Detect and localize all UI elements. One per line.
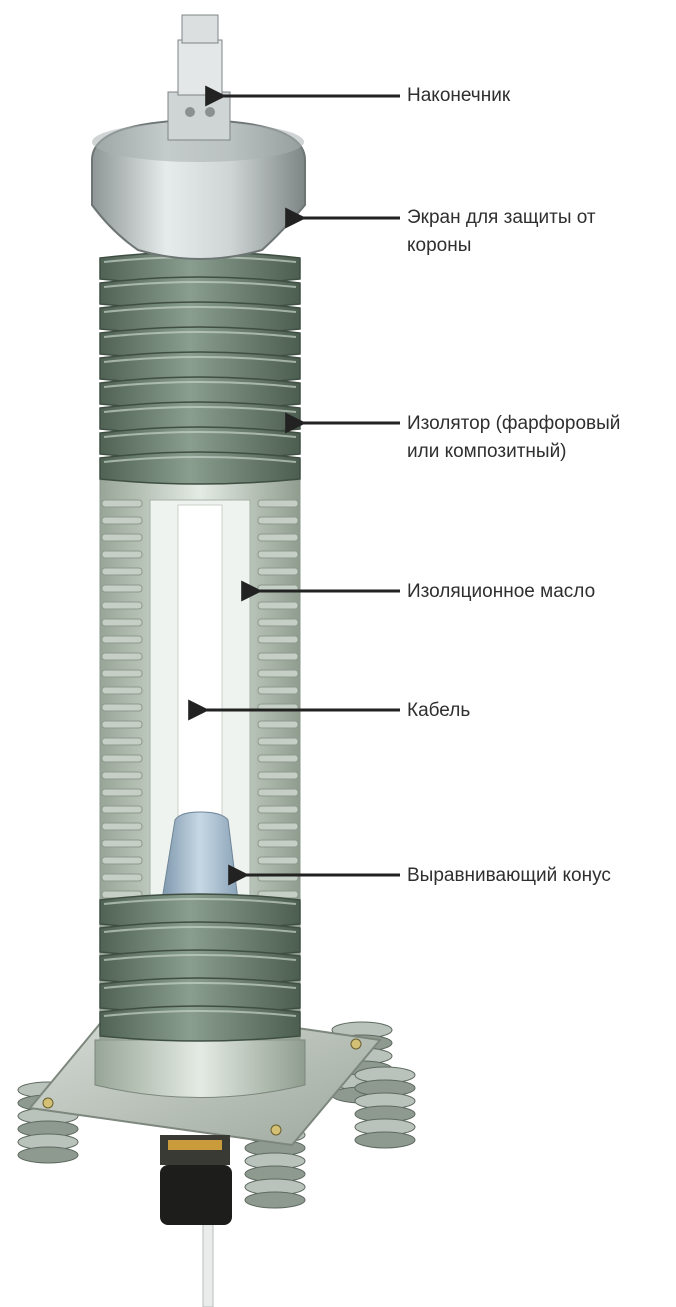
inner-fin-left xyxy=(102,534,142,541)
label-lug-line-1: Наконечник xyxy=(407,82,510,110)
inner-fin-right xyxy=(258,738,298,745)
label-insulating-oil: Изоляционное масло xyxy=(407,578,595,606)
inner-fin-right xyxy=(258,840,298,847)
label-insulator-line-2: или композитный) xyxy=(407,438,620,466)
inner-fin-left xyxy=(102,636,142,643)
inner-fin-left xyxy=(102,721,142,728)
label-insulating-oil-line-1: Изоляционное масло xyxy=(407,578,595,606)
inner-fin-left xyxy=(102,857,142,864)
label-cable-line-1: Кабель xyxy=(407,697,470,725)
label-cable: Кабель xyxy=(407,697,470,725)
inner-fin-left xyxy=(102,840,142,847)
inner-fin-left xyxy=(102,687,142,694)
label-lug: Наконечник xyxy=(407,82,510,110)
inner-fin-left xyxy=(102,738,142,745)
label-stress-cone: Выравнивающий конус xyxy=(407,862,611,890)
inner-fin-left xyxy=(102,704,142,711)
inner-fin-right xyxy=(258,534,298,541)
inner-fin-right xyxy=(258,670,298,677)
inner-fin-right xyxy=(258,806,298,813)
bottom-collar xyxy=(95,1040,305,1098)
inner-fin-left xyxy=(102,585,142,592)
inner-fin-left xyxy=(102,755,142,762)
inner-fin-left xyxy=(102,874,142,881)
label-corona-shield-line-1: Экран для защиты от xyxy=(407,204,596,232)
inner-fin-left xyxy=(102,670,142,677)
support-foot-4-disc xyxy=(355,1132,415,1148)
inner-fin-left xyxy=(102,619,142,626)
inner-fin-left xyxy=(102,772,142,779)
inner-fin-right xyxy=(258,772,298,779)
label-corona-shield: Экран для защиты от короны xyxy=(407,204,596,260)
inner-fin-left xyxy=(102,823,142,830)
label-stress-cone-line-1: Выравнивающий конус xyxy=(407,862,611,890)
inner-fin-right xyxy=(258,602,298,609)
inner-fin-right xyxy=(258,823,298,830)
inner-fin-right xyxy=(258,721,298,728)
inner-fin-right xyxy=(258,653,298,660)
inner-fin-left xyxy=(102,517,142,524)
inner-fin-right xyxy=(258,517,298,524)
inner-fin-right xyxy=(258,687,298,694)
inner-fin-left xyxy=(102,568,142,575)
inner-fin-right xyxy=(258,619,298,626)
inner-fin-right xyxy=(258,500,298,507)
inner-fin-right xyxy=(258,857,298,864)
terminal-lug xyxy=(168,15,230,140)
label-insulator: Изолятор (фарфоровый или композитный) xyxy=(407,410,620,466)
inner-fin-right xyxy=(258,551,298,558)
inner-fin-left xyxy=(102,551,142,558)
inner-fin-right xyxy=(258,636,298,643)
label-corona-shield-line-2: короны xyxy=(407,232,596,260)
support-foot-1-disc xyxy=(18,1147,78,1163)
inner-fin-left xyxy=(102,500,142,507)
inner-fin-right xyxy=(258,568,298,575)
inner-fin-left xyxy=(102,789,142,796)
support-foot-3-disc xyxy=(245,1192,305,1208)
inner-fin-left xyxy=(102,653,142,660)
inner-fin-left xyxy=(102,806,142,813)
inner-fin-right xyxy=(258,789,298,796)
inner-fin-right xyxy=(258,755,298,762)
inner-fin-left xyxy=(102,602,142,609)
label-insulator-line-1: Изолятор (фарфоровый xyxy=(407,410,620,438)
lower-sheds xyxy=(100,894,300,1041)
upper-sheds xyxy=(100,252,300,484)
